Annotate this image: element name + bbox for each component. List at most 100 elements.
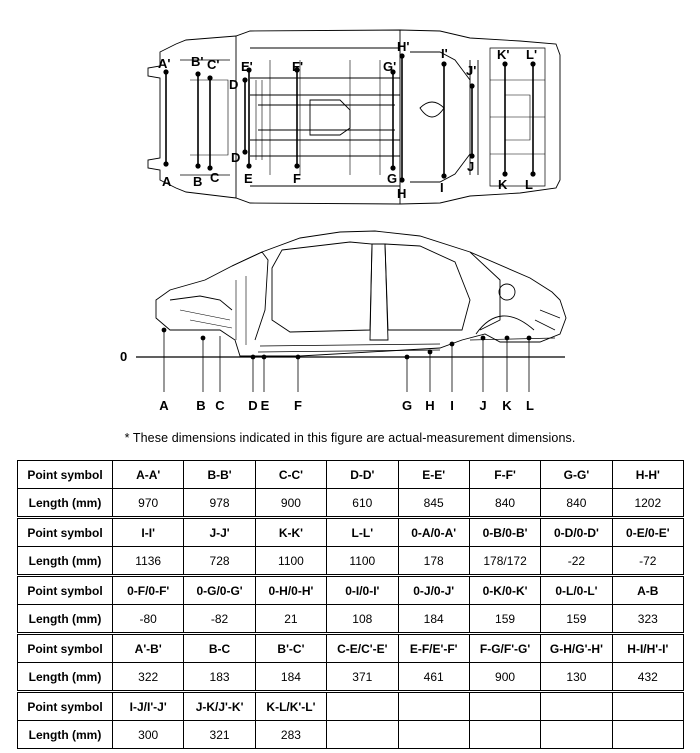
length-cell: 283 [254,720,328,749]
length-cell: 178 [397,546,470,576]
table-row-header: Point symbol [17,460,113,489]
length-cell: 130 [540,662,613,692]
point-symbol-cell: 0-D/0-D' [540,516,613,547]
point-symbol-cell [326,690,399,721]
point-symbol-cell: E-F/E'-F' [397,632,470,663]
length-cell: 978 [183,488,256,518]
point-symbol-cell: G-H/G'-H' [540,632,613,663]
point-symbol-cell: F-F' [468,460,542,489]
table-row-header: Point symbol [17,632,113,663]
point-symbol-cell [611,690,685,721]
length-cell: 610 [326,488,399,518]
length-cell: 322 [111,662,185,692]
side-label-c: C [215,398,225,413]
point-symbol-cell: 0-G/0-G' [183,574,256,605]
label-l-prime: L' [526,47,537,62]
length-cell: 1136 [111,546,185,576]
top-view-measure-lines [165,56,534,180]
label-f-prime: F' [292,59,303,74]
length-cell: -22 [540,546,613,576]
length-cell: 371 [326,662,399,692]
point-symbol-cell: J-K/J'-K' [183,690,256,721]
label-j-prime: J' [466,63,476,78]
length-cell: 178/172 [468,546,542,576]
length-cell [611,720,685,749]
side-label-e: E [261,398,270,413]
table-row-header: Length (mm) [17,546,113,576]
table-row-header: Point symbol [17,516,113,547]
measurement-note: * These dimensions indicated in this fig… [124,431,576,445]
length-cell: 840 [540,488,613,518]
length-cell: -82 [183,604,256,634]
length-cell: -72 [611,546,685,576]
point-symbol-cell: A-A' [111,460,185,489]
top-view-upper-labels: A' B' C' E' D F' G' H' I' J' K' L' [158,39,537,92]
label-h: H [397,186,406,201]
length-cell: 1100 [254,546,328,576]
length-cell: -80 [111,604,185,634]
label-e-prime: E' [241,59,253,74]
point-symbol-cell: 0-J/0-J' [397,574,470,605]
table-row-header: Length (mm) [17,604,113,634]
label-l: L [525,177,533,192]
side-label-h: H [425,398,434,413]
label-a: A [162,174,172,189]
label-h-prime: H' [397,39,409,54]
length-cell: 840 [468,488,542,518]
length-cell: 321 [183,720,256,749]
point-symbol-cell: J-J' [183,516,256,547]
point-symbol-cell: B-B' [183,460,256,489]
side-label-j: J [479,398,486,413]
label-a-prime: A' [158,56,170,71]
length-cell [540,720,613,749]
point-symbol-cell [397,690,470,721]
label-c-prime: C' [207,57,219,72]
label-g-prime: G' [383,59,396,74]
length-cell [397,720,470,749]
length-cell: 108 [326,604,399,634]
point-symbol-cell: L-L' [326,516,399,547]
point-symbol-cell: I-J/I'-J' [111,690,185,721]
side-label-g: G [402,398,412,413]
length-cell [326,720,399,749]
label-g: G [387,171,397,186]
point-symbol-cell: E-E' [397,460,470,489]
underbody-top-view [147,29,561,205]
point-symbol-cell: 0-A/0-A' [397,516,470,547]
body-side-view [155,230,567,357]
table-row-header: Length (mm) [17,488,113,518]
label-d-upper: D [229,77,238,92]
side-label-f: F [294,398,302,413]
point-symbol-cell: H-H' [611,460,685,489]
label-i-prime: I' [441,46,448,61]
side-label-d: D [248,398,257,413]
table-row-header: Point symbol [17,690,113,721]
zero-label: 0 [120,349,127,364]
length-cell: 184 [397,604,470,634]
length-cell: 159 [540,604,613,634]
side-label-a: A [159,398,169,413]
side-view-drop-lines [163,330,530,392]
label-i: I [440,180,444,195]
label-e: E [244,171,253,186]
length-cell: 900 [254,488,328,518]
point-symbol-cell: C-E/C'-E' [326,632,399,663]
point-symbol-cell: 0-H/0-H' [254,574,328,605]
label-c: C [210,170,220,185]
label-k: K [498,177,508,192]
length-cell: 461 [397,662,470,692]
point-symbol-cell: A'-B' [111,632,185,663]
point-symbol-cell: 0-B/0-B' [468,516,542,547]
length-cell: 1202 [611,488,685,518]
point-symbol-cell: F-G/F'-G' [468,632,542,663]
point-symbol-cell: 0-K/0-K' [468,574,542,605]
